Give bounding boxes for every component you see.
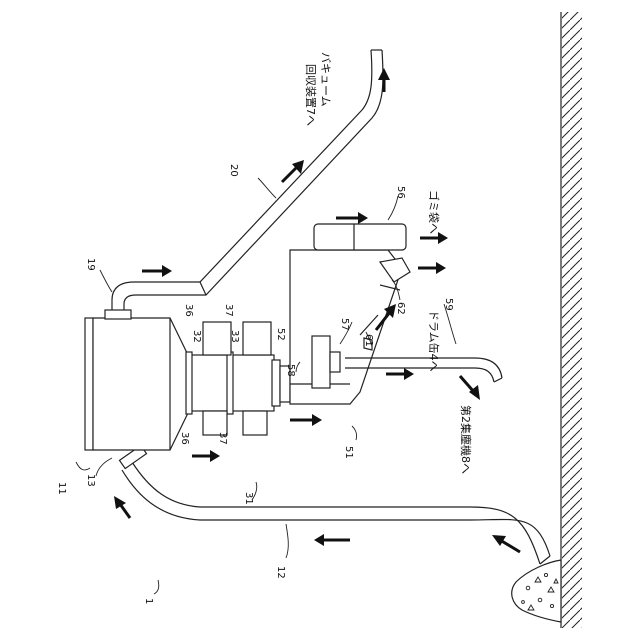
label-second-dust-collector: 第2集塵機8へ: [459, 405, 473, 474]
ref-59: 59: [443, 298, 454, 311]
label-vacuum-recovery: バキューム: [319, 52, 332, 107]
ref-51: 51: [343, 446, 354, 459]
ref-37-top: 37: [223, 304, 234, 317]
cyclone-unit-11: [85, 318, 188, 450]
ref-33: 33: [229, 330, 240, 343]
ref-11: 11: [56, 482, 67, 495]
label-drum-can: ドラム缶4へ: [427, 310, 441, 372]
outlet-flange-19: [105, 310, 131, 319]
ref-57: 57: [339, 318, 350, 331]
ref-1: 1: [143, 598, 154, 604]
ref-58: 58: [285, 364, 296, 377]
ref-52: 52: [275, 328, 286, 341]
ref-36-bottom: 36: [179, 432, 190, 445]
ref-62: 62: [395, 302, 406, 315]
ref-56: 56: [395, 186, 406, 199]
ref-12: 12: [275, 566, 286, 579]
ref-19: 19: [85, 258, 96, 271]
label-dust-bag: ゴミ袋へ: [427, 190, 441, 234]
suction-hose-12: [122, 462, 550, 564]
ref-20: 20: [228, 164, 239, 177]
debris-pile: [512, 560, 561, 622]
ground: [561, 12, 582, 628]
ref-36-top: 36: [183, 304, 194, 317]
ref-37-bottom: 37: [217, 432, 228, 445]
label-vacuum-recovery-line2: 回収装置7へ: [304, 64, 317, 126]
ref-13: 13: [85, 474, 96, 487]
ref-61: 61: [363, 334, 374, 347]
ref-31: 31: [243, 492, 254, 505]
ref-32: 32: [191, 330, 202, 343]
